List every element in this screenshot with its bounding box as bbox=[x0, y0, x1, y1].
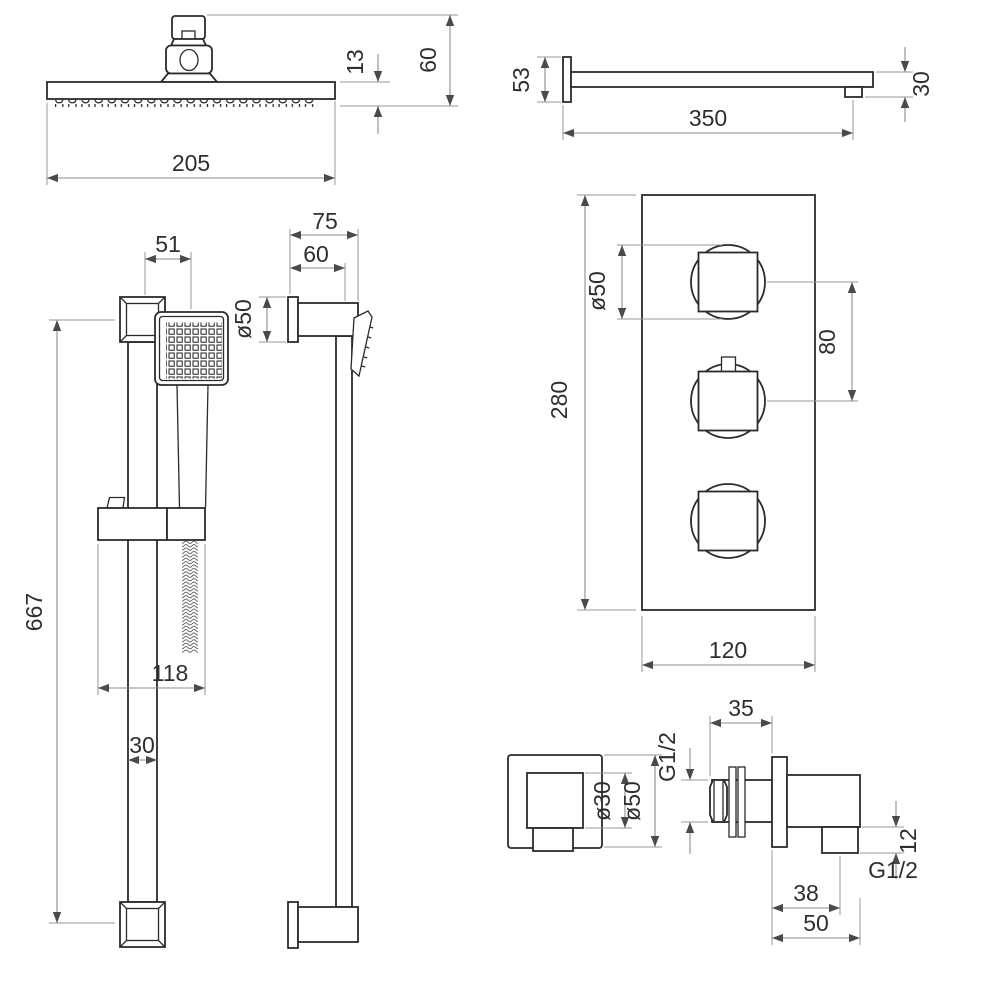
arm-wall-flange bbox=[562, 56, 572, 103]
head-connector-collar bbox=[169, 38, 208, 47]
head-connector-hole bbox=[179, 48, 199, 72]
dim-label-valve-width: 120 bbox=[709, 637, 747, 663]
slider-release-knob bbox=[106, 496, 126, 509]
outlet-spout-front bbox=[532, 827, 574, 852]
bottom-bracket-body bbox=[297, 906, 359, 943]
outlet-front-dimensions: ø30 ø50 bbox=[585, 754, 662, 848]
shower-head-plate bbox=[46, 81, 336, 100]
valve-dimensions: ø50 80 280 120 bbox=[546, 194, 858, 672]
dim-label-head-width: 205 bbox=[172, 150, 210, 176]
dim-label-rail-width: 30 bbox=[129, 732, 155, 758]
dim-label-arm-length: 350 bbox=[689, 105, 727, 131]
top-bracket-escutcheon bbox=[287, 296, 299, 343]
outlet-side-dimensions: 35 G1/2 12 G1/2 38 50 bbox=[654, 695, 921, 945]
dim-label-inlet-thread: G1/2 bbox=[654, 732, 680, 782]
outlet-washer-2 bbox=[737, 766, 746, 838]
handset-handle bbox=[176, 384, 209, 509]
dim-label-arm-flange: 53 bbox=[508, 67, 534, 93]
arm-body bbox=[570, 71, 874, 88]
dim-label-shank-length: 35 bbox=[728, 695, 754, 721]
slide-rail-side-view bbox=[287, 296, 374, 949]
shower-arm-view bbox=[562, 56, 874, 103]
dim-label-outlet-thread: G1/2 bbox=[868, 857, 918, 883]
dim-label-head-thickness: 13 bbox=[342, 49, 368, 75]
head-connector-flange bbox=[159, 72, 219, 83]
shower-hose bbox=[182, 541, 198, 653]
dim-label-outlet-offset: 38 bbox=[793, 880, 819, 906]
dim-label-knob-diameter: ø50 bbox=[584, 271, 610, 311]
shower-head-nozzles bbox=[55, 99, 318, 107]
dim-label-total-depth: 50 bbox=[803, 910, 829, 936]
bottom-bracket-escutcheon bbox=[287, 901, 299, 949]
slide-rail-side-dimensions: 75 60 ø50 bbox=[230, 208, 359, 343]
shower-head-dimensions: 205 13 60 bbox=[46, 14, 458, 185]
slider-holder bbox=[166, 507, 206, 541]
outlet-elbow-front-view bbox=[507, 754, 603, 852]
top-bracket-body bbox=[297, 302, 359, 337]
outlet-nut bbox=[709, 779, 728, 823]
head-connector-notch bbox=[181, 30, 196, 40]
slider-bracket bbox=[97, 507, 168, 541]
dim-label-knob-spacing: 80 bbox=[814, 329, 840, 355]
thermostatic-valve-view bbox=[641, 194, 816, 611]
shower-arm-dimensions: 53 350 30 bbox=[508, 47, 934, 140]
dim-label-head-height: 60 bbox=[415, 47, 441, 73]
slide-rail-front-view bbox=[97, 296, 229, 948]
dim-label-outlet-inner: ø30 bbox=[589, 781, 615, 821]
slide-rail-front-dimensions: 51 667 118 30 bbox=[21, 231, 206, 924]
dim-label-bracket-body: 60 bbox=[303, 241, 329, 267]
dim-label-bracket-depth: 75 bbox=[312, 208, 338, 234]
dim-label-escutcheon: ø50 bbox=[230, 299, 256, 339]
bracket-lever bbox=[350, 310, 373, 378]
valve-knob-tab bbox=[720, 356, 737, 373]
dim-label-outlet-plate: ø50 bbox=[619, 781, 645, 821]
dim-label-handset-offset: 51 bbox=[155, 231, 181, 257]
rail-side bbox=[335, 335, 353, 908]
outlet-elbow-side-view bbox=[709, 756, 861, 854]
dim-label-valve-height: 280 bbox=[546, 381, 572, 419]
arm-outlet-nozzle bbox=[844, 86, 863, 98]
dim-label-arm-end-depth: 30 bbox=[908, 71, 934, 97]
outlet-spout-side bbox=[821, 826, 859, 854]
outlet-inner-square bbox=[526, 772, 584, 829]
outlet-washer-1 bbox=[728, 766, 737, 838]
outlet-body bbox=[786, 774, 861, 828]
outlet-wall-flange bbox=[771, 756, 788, 848]
dim-label-outlet-drop: 12 bbox=[895, 828, 921, 854]
dim-label-slider-width: 118 bbox=[152, 660, 189, 686]
handset-spray-grid bbox=[166, 322, 222, 379]
rail-front bbox=[127, 341, 158, 903]
overhead-shower-head-view bbox=[46, 15, 336, 107]
dim-label-rail-height: 667 bbox=[21, 593, 47, 631]
